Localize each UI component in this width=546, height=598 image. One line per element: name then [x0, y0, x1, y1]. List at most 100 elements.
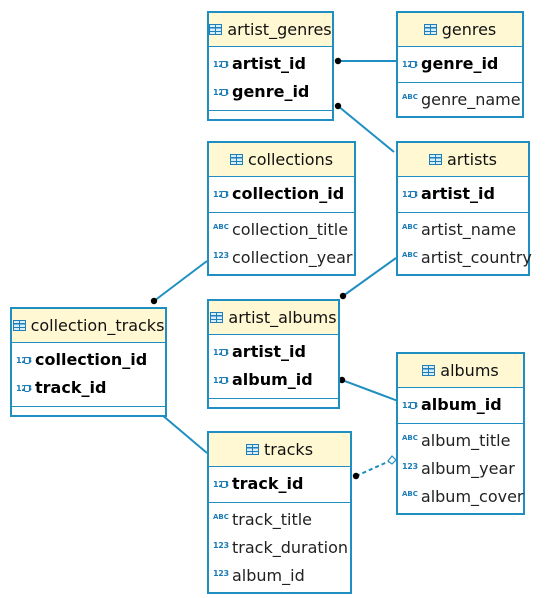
column-type-marker: 123	[402, 395, 418, 414]
numeric-type-icon: 123	[213, 568, 229, 578]
entity-collection_tracks[interactable]: collection_tracks123collection_id123trac…	[10, 307, 167, 417]
column-name: collection_id	[35, 349, 148, 369]
table-icon	[423, 24, 437, 35]
entity-tracks[interactable]: tracks123track_idABCtrack_title123track_…	[207, 431, 352, 594]
entity-header[interactable]: albums	[398, 354, 523, 388]
text-type-icon: ABC	[213, 513, 229, 521]
relation-endpoint-dot	[352, 472, 360, 480]
column-name: track_title	[232, 509, 312, 529]
entity-title: albums	[440, 361, 499, 380]
column-type-marker: 123	[213, 342, 229, 361]
text-type-icon: ABC	[402, 251, 418, 259]
column-name: genre_id	[421, 53, 499, 73]
table-icon	[210, 312, 224, 323]
primary-key-icon	[410, 401, 416, 409]
entity-artist_genres[interactable]: artist_genres 123artist_id123genre_id	[207, 11, 334, 121]
text-type-icon: ABC	[402, 223, 418, 231]
table-icon	[245, 444, 259, 455]
primary-key-section: 123artist_id	[398, 177, 528, 213]
primary-key-icon	[221, 480, 227, 488]
attribute-section	[12, 407, 165, 415]
relation-endpoint-dot	[339, 292, 347, 300]
optional-relation-diamond	[387, 455, 397, 465]
column-type-marker: 123	[213, 474, 229, 493]
column-type-marker: 123	[402, 184, 418, 203]
primary-key-column[interactable]: 123artist_id	[209, 337, 338, 365]
column-name: artist_id	[232, 53, 306, 73]
entity-header[interactable]: artist_albums	[209, 301, 338, 335]
column-name: album_id	[232, 369, 313, 389]
primary-key-section: 123genre_id	[398, 47, 522, 83]
entity-artists[interactable]: artists123artist_idABCartist_nameABCarti…	[396, 141, 532, 276]
entity-albums[interactable]: albums123album_idABCalbum_title123album_…	[396, 352, 525, 515]
entity-header[interactable]: artists	[398, 143, 528, 177]
primary-key-icon	[24, 384, 30, 392]
entity-header[interactable]: collection_tracks	[12, 309, 165, 343]
column-name: album_title	[421, 430, 511, 450]
primary-key-column[interactable]: 123artist_id	[398, 179, 528, 207]
entity-artist_albums[interactable]: artist_albums123artist_id123album_id	[207, 299, 340, 409]
primary-key-icon	[410, 190, 416, 198]
relation-tracks-albums[interactable]	[355, 459, 393, 477]
primary-key-icon	[221, 88, 227, 96]
primary-key-icon	[221, 60, 227, 68]
entity-header[interactable]: artist_genres	[209, 13, 332, 47]
text-type-icon: ABC	[402, 93, 418, 101]
column-name: track_id	[232, 473, 304, 493]
column-type-marker: 123	[16, 350, 32, 369]
relation-collections-collection_tracks[interactable]	[153, 260, 208, 302]
numeric-type-icon: 123	[402, 461, 418, 471]
text-type-icon: ABC	[402, 490, 418, 498]
column-name: artist_country	[420, 247, 532, 267]
primary-key-column[interactable]: 123genre_id	[398, 49, 522, 77]
entity-title: collection_tracks	[30, 316, 165, 335]
entity-header[interactable]: collections	[209, 143, 354, 177]
text-type-icon: ABC	[213, 223, 229, 231]
entity-collections[interactable]: collections123collection_idABCcollection…	[207, 141, 356, 276]
primary-key-column[interactable]: 123genre_id	[209, 77, 332, 105]
table-icon	[12, 320, 26, 331]
relation-endpoint-dot	[150, 297, 158, 305]
relation-endpoint-dot	[334, 57, 342, 65]
numeric-type-icon: 123	[213, 540, 229, 550]
entity-header[interactable]: tracks	[209, 433, 350, 467]
primary-key-icon	[221, 190, 227, 198]
primary-key-icon	[221, 376, 227, 384]
relation-artist_genres-artists[interactable]	[337, 105, 395, 153]
column-name: album_year	[421, 458, 515, 478]
entity-header[interactable]: genres	[398, 13, 522, 47]
table-icon	[422, 365, 436, 376]
column-name: album_id	[421, 394, 502, 414]
relation-artist_albums-albums[interactable]	[341, 379, 399, 402]
attribute-section	[209, 111, 332, 119]
primary-key-column[interactable]: 123artist_id	[209, 49, 332, 77]
column-name: track_id	[35, 377, 107, 397]
relation-artists-artist_albums[interactable]	[342, 257, 397, 297]
column-name: collection_id	[232, 183, 345, 203]
numeric-type-icon: 123	[213, 250, 229, 260]
entity-title: artist_genres	[227, 20, 332, 39]
column-name: album_cover	[420, 486, 524, 506]
